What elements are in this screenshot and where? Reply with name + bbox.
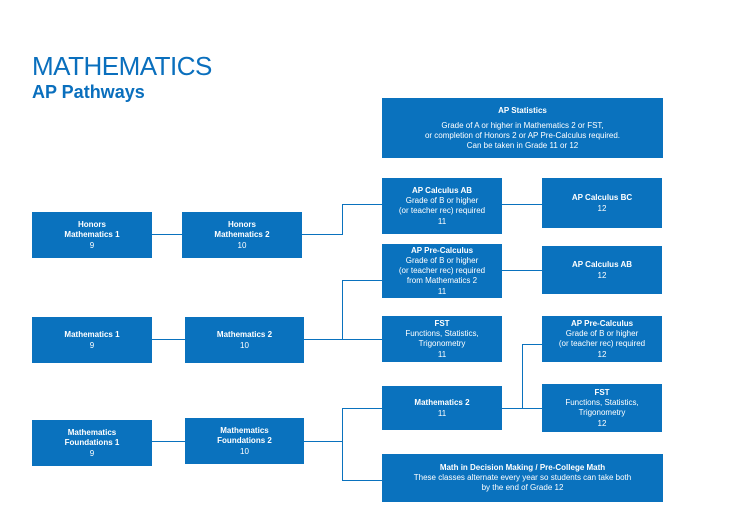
course-box-math-foundations-1: Mathematics Foundations 1 9: [32, 420, 152, 466]
course-name: Mathematics 2: [414, 397, 470, 407]
course-grade: 10: [240, 340, 249, 350]
course-box-math-foundations-2: Mathematics Foundations 2 10: [185, 418, 304, 464]
course-grade: 11: [437, 408, 447, 418]
connector-line: [342, 408, 343, 481]
connector-line: [502, 270, 542, 271]
course-name: AP Pre-Calculus: [570, 318, 634, 328]
connector-line: [152, 441, 185, 442]
course-name: AP Calculus AB: [571, 259, 632, 269]
course-box-ap-pre-calculus-12: AP Pre-Calculus Grade of B or higher (or…: [542, 316, 662, 362]
course-name: Mathematics 1: [64, 329, 120, 339]
connector-line: [302, 234, 342, 235]
course-name: Math in Decision Making / Pre-College Ma…: [439, 463, 606, 472]
connector-line: [342, 204, 382, 205]
connector-line: [342, 280, 382, 281]
course-name: FST: [594, 387, 610, 397]
course-box-honors-math-2: Honors Mathematics 2 10: [182, 212, 302, 258]
course-grade: 11: [437, 216, 447, 226]
connector-line: [304, 339, 342, 340]
course-grade: 12: [597, 349, 607, 359]
course-requirement: Grade of B or higher (or teacher rec) re…: [398, 255, 486, 285]
connector-line: [342, 339, 382, 340]
course-grade: 11: [437, 286, 447, 296]
course-box-ap-calculus-ab-12: AP Calculus AB 12: [542, 246, 662, 294]
connector-line: [342, 280, 343, 340]
course-box-math-2-11: Mathematics 2 11: [382, 386, 502, 430]
connector-line: [152, 234, 182, 235]
course-grade: 12: [597, 418, 607, 428]
course-grade: 12: [597, 270, 607, 280]
course-name: AP Calculus BC: [571, 192, 633, 202]
course-box-ap-statistics: AP Statistics Grade of A or higher in Ma…: [382, 98, 663, 158]
connector-line: [152, 339, 185, 340]
course-description: These classes alternate every year so st…: [413, 473, 632, 492]
course-name: AP Pre-Calculus: [410, 245, 474, 255]
course-requirement: Grade of B or higher (or teacher rec) re…: [398, 195, 486, 215]
course-name: FST: [434, 318, 450, 328]
course-requirement: Grade of B or higher (or teacher rec) re…: [558, 328, 646, 348]
connector-line: [522, 408, 542, 409]
connector-line: [522, 344, 542, 345]
connector-line: [502, 408, 522, 409]
course-box-ap-calculus-ab-11: AP Calculus AB Grade of B or higher (or …: [382, 178, 502, 234]
course-box-ap-calculus-bc: AP Calculus BC 12: [542, 178, 662, 228]
course-box-honors-math-1: Honors Mathematics 1 9: [32, 212, 152, 258]
page-subtitle: AP Pathways: [32, 82, 145, 102]
course-requirement: Grade of A or higher in Mathematics 2 or…: [424, 120, 621, 150]
course-box-ap-pre-calculus-11: AP Pre-Calculus Grade of B or higher (or…: [382, 244, 502, 298]
course-grade: 9: [89, 448, 95, 458]
connector-line: [342, 204, 343, 235]
connector-line: [522, 344, 523, 409]
course-grade: 11: [437, 349, 447, 359]
connector-line: [304, 441, 342, 442]
course-box-fst-12: FST Functions, Statistics, Trigonometry …: [542, 384, 662, 432]
connector-line: [342, 480, 382, 481]
page-title: MATHEMATICS: [32, 51, 212, 81]
course-grade: 12: [597, 203, 607, 213]
course-box-fst-11: FST Functions, Statistics, Trigonometry …: [382, 316, 502, 362]
course-box-math-2-10: Mathematics 2 10: [185, 317, 304, 363]
course-name: Honors Mathematics 2: [214, 219, 270, 239]
course-description: Functions, Statistics, Trigonometry: [405, 328, 479, 348]
course-grade: 9: [89, 240, 95, 250]
course-name: Mathematics Foundations 2: [217, 425, 272, 445]
course-box-decision-making: Math in Decision Making / Pre-College Ma…: [382, 454, 663, 502]
course-description: Functions, Statistics, Trigonometry: [565, 397, 639, 417]
course-grade: 9: [89, 340, 95, 350]
course-name: AP Calculus AB: [411, 185, 472, 195]
connector-line: [502, 204, 542, 205]
course-box-math-1: Mathematics 1 9: [32, 317, 152, 363]
course-grade: 10: [240, 446, 249, 456]
course-name: Honors Mathematics 1: [64, 219, 120, 239]
course-grade: 10: [237, 240, 247, 250]
connector-line: [342, 408, 382, 409]
course-name: Mathematics 2: [216, 329, 273, 339]
course-name: Mathematics Foundations 1: [64, 427, 120, 447]
course-name: AP Statistics: [498, 105, 547, 115]
